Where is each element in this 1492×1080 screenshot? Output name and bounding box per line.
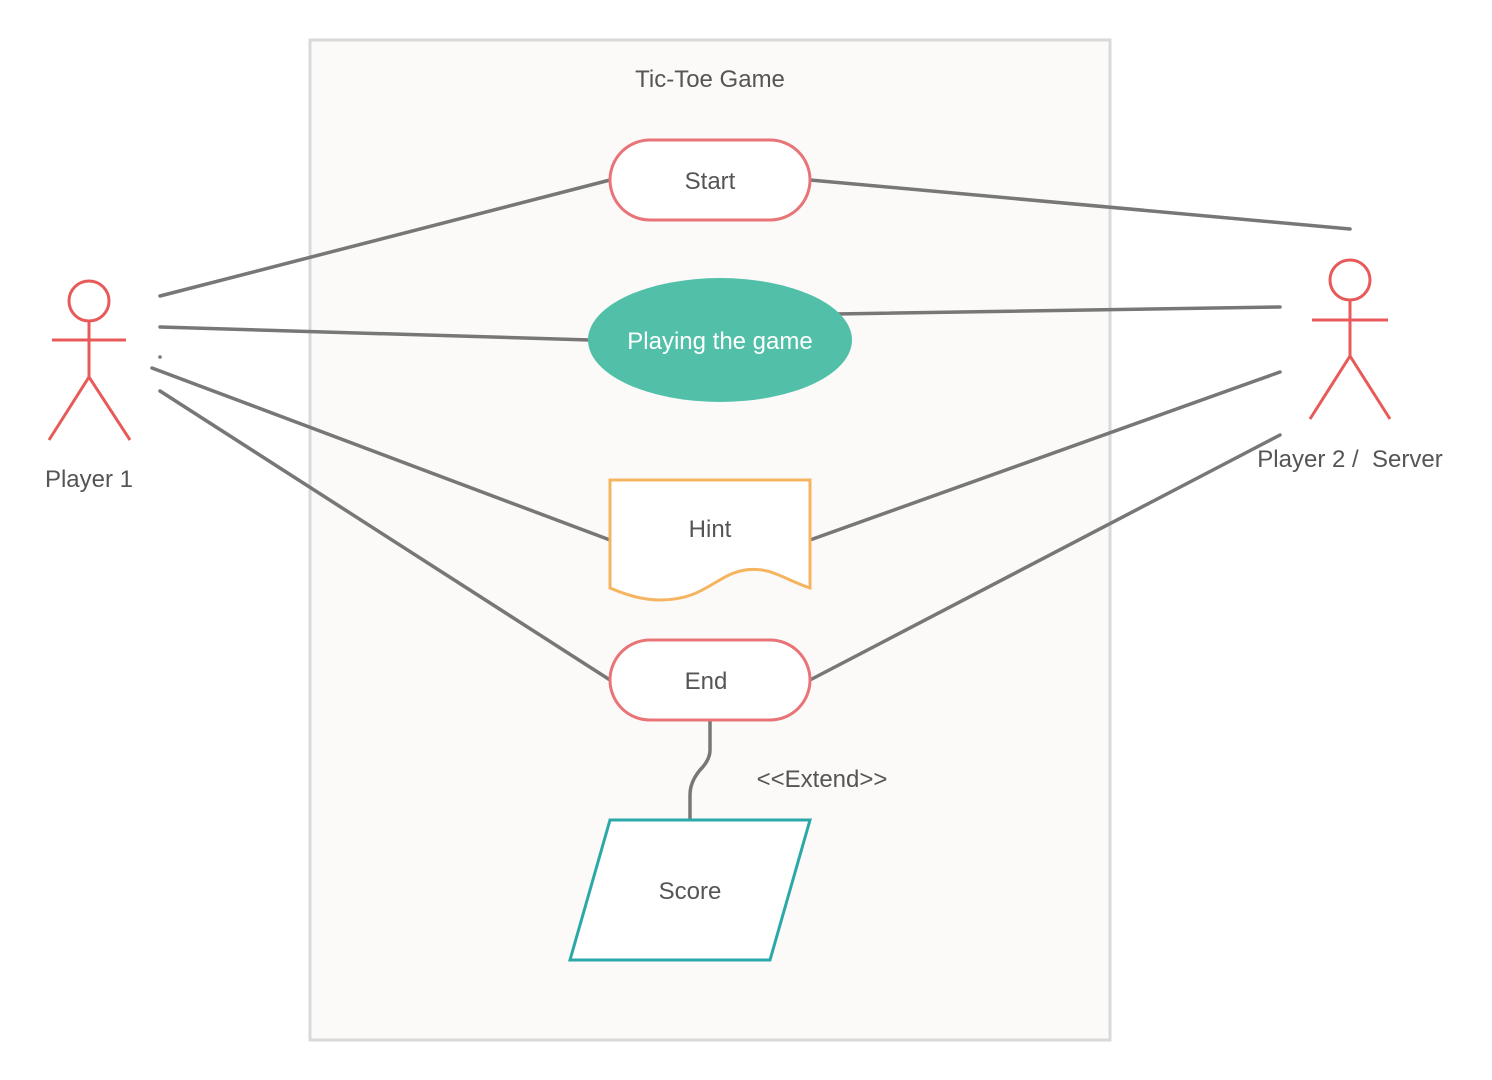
connector-player2-hint bbox=[808, 370, 1282, 542]
connector-player2-playing bbox=[833, 305, 1282, 316]
actor-player1-label: Player 1 bbox=[45, 466, 133, 493]
actor-left-leg bbox=[1308, 355, 1352, 420]
connector-player1-playing bbox=[158, 325, 592, 342]
actor-player1[interactable] bbox=[47, 279, 132, 441]
use-case-start[interactable]: Start bbox=[608, 138, 812, 222]
actor-left-leg bbox=[47, 376, 91, 441]
stray-dot bbox=[158, 355, 162, 359]
use-case-score[interactable]: Score bbox=[568, 818, 812, 962]
extend-connector bbox=[688, 718, 712, 822]
connector-player2-start bbox=[808, 178, 1352, 231]
connector-player2-end bbox=[808, 433, 1282, 682]
connector-player1-hint bbox=[150, 366, 612, 542]
end-shape bbox=[608, 638, 812, 722]
use-case-hint[interactable]: Hint bbox=[608, 478, 812, 602]
actor-player2[interactable] bbox=[1308, 258, 1392, 420]
actor-right-leg bbox=[87, 376, 132, 441]
system-title: Tic-Toe Game bbox=[635, 66, 785, 93]
use-case-playing[interactable]: Playing the game bbox=[588, 278, 852, 402]
start-shape bbox=[608, 138, 812, 222]
extend-label: <<Extend>> bbox=[757, 766, 888, 793]
actor-head bbox=[1328, 258, 1372, 302]
actor-right-leg bbox=[1348, 355, 1392, 420]
connector-player1-start bbox=[158, 178, 612, 298]
use-case-end[interactable]: End bbox=[608, 638, 812, 722]
start-label: Start bbox=[685, 168, 736, 195]
actor-head bbox=[67, 279, 111, 323]
actor-player2-label: Player 2 / Server bbox=[1257, 446, 1442, 473]
playing-shape bbox=[588, 278, 852, 402]
score-label: Score bbox=[659, 878, 722, 905]
end-label: End bbox=[685, 668, 728, 695]
hint-label: Hint bbox=[689, 516, 732, 543]
connector-player1-end bbox=[158, 389, 612, 682]
playing-label: Playing the game bbox=[627, 328, 812, 355]
hint-shape bbox=[608, 478, 812, 602]
score-shape bbox=[568, 818, 812, 962]
